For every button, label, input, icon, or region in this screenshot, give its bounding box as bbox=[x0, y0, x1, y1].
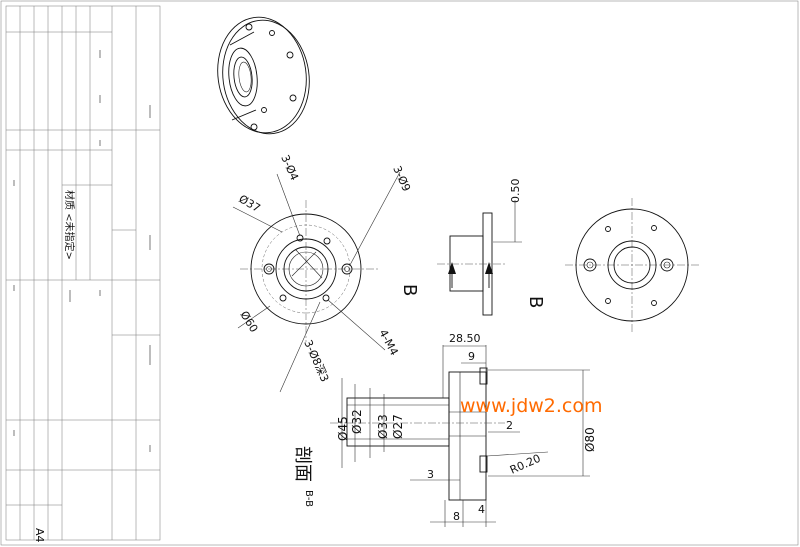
section-mark-right: B bbox=[525, 296, 546, 308]
front-bore bbox=[283, 246, 329, 292]
front-hole bbox=[323, 237, 331, 245]
title-block-frame bbox=[5, 5, 161, 541]
side-hub bbox=[449, 235, 484, 292]
front-hole bbox=[263, 263, 275, 275]
leader-d37 bbox=[232, 206, 283, 233]
watermark-text: www.jdw2.com bbox=[460, 395, 603, 417]
material-label: 材质 <未指定> bbox=[63, 190, 76, 260]
sheet-size-label: A4 bbox=[33, 528, 46, 543]
dim-deep: 3-Ø8深3 bbox=[301, 338, 331, 384]
front-hole bbox=[279, 294, 287, 302]
title-block: 材质 <未指定> A4 bbox=[5, 5, 161, 543]
side-view: 0.50 B bbox=[437, 179, 546, 316]
front-flange-outline bbox=[250, 213, 362, 325]
iso-hole bbox=[250, 123, 258, 131]
iso-bore bbox=[233, 56, 253, 98]
iso-hub-outer bbox=[228, 47, 258, 107]
iso-flange-back bbox=[222, 19, 310, 135]
dim-d60: Ø60 bbox=[237, 309, 260, 335]
dim-v8: 8 bbox=[453, 510, 460, 523]
back-hole bbox=[605, 298, 611, 304]
back-hole bbox=[660, 258, 674, 272]
front-view: 3-Ø4 3-Ø9 Ø37 4-M4 Ø60 3-Ø8深3 B bbox=[232, 153, 420, 393]
dim-v4: 4 bbox=[478, 503, 485, 516]
front-hole bbox=[296, 234, 304, 242]
back-flange-outline bbox=[575, 208, 689, 322]
section-mark-left: B bbox=[399, 284, 420, 296]
front-hole bbox=[341, 263, 353, 275]
iso-flange-front bbox=[217, 16, 307, 134]
leader-deep bbox=[279, 301, 321, 393]
dim-v3: 3 bbox=[427, 468, 434, 481]
dim-r020: R0.20 bbox=[508, 452, 543, 477]
iso-hole bbox=[289, 94, 297, 102]
iso-hole bbox=[261, 107, 267, 113]
dim-m4: 4-M4 bbox=[376, 327, 400, 357]
dim-len28: 28.50 bbox=[449, 332, 481, 345]
iso-hole bbox=[245, 23, 253, 31]
front-hub-outline bbox=[275, 238, 337, 300]
dim-v2: 2 bbox=[506, 419, 513, 432]
back-hub-outline bbox=[607, 240, 657, 290]
back-hole bbox=[651, 300, 657, 306]
front-hole bbox=[322, 294, 330, 302]
dim-gap: 0.50 bbox=[509, 179, 522, 204]
dim-d80: Ø80 bbox=[583, 427, 597, 452]
back-view bbox=[565, 198, 700, 332]
iso-hole bbox=[269, 30, 275, 36]
isometric-view bbox=[217, 16, 310, 135]
dim-len9: 9 bbox=[468, 350, 475, 363]
back-hole bbox=[651, 225, 657, 231]
dim-d27: Ø27 bbox=[391, 414, 405, 439]
back-hole bbox=[583, 258, 597, 272]
dim-d33: Ø33 bbox=[376, 414, 390, 439]
iso-hole bbox=[286, 51, 294, 59]
dim-d32: Ø32 bbox=[350, 409, 364, 434]
leader-holes9 bbox=[349, 171, 401, 266]
back-hole bbox=[605, 226, 611, 232]
section-arrow-head bbox=[485, 262, 493, 274]
leader-holes4 bbox=[276, 173, 301, 237]
dim-d45: Ø45 bbox=[336, 416, 350, 441]
dim-holes9: 3-Ø9 bbox=[390, 164, 413, 194]
back-bore bbox=[613, 246, 651, 284]
section-title: 剖面 bbox=[292, 446, 313, 482]
section-subtitle: B-B bbox=[303, 490, 314, 507]
section-view: 28.50 9 Ø45 Ø32 Ø33 Ø27 Ø80 2 R0.20 3 8 … bbox=[292, 332, 597, 527]
leader-d60 bbox=[237, 305, 271, 329]
front-pitch-circle bbox=[261, 224, 351, 314]
leader-m4 bbox=[327, 299, 386, 351]
section-arrow-head bbox=[448, 262, 456, 274]
dim-holes4: 3-Ø4 bbox=[278, 153, 301, 183]
dim-d37: Ø37 bbox=[237, 192, 263, 215]
